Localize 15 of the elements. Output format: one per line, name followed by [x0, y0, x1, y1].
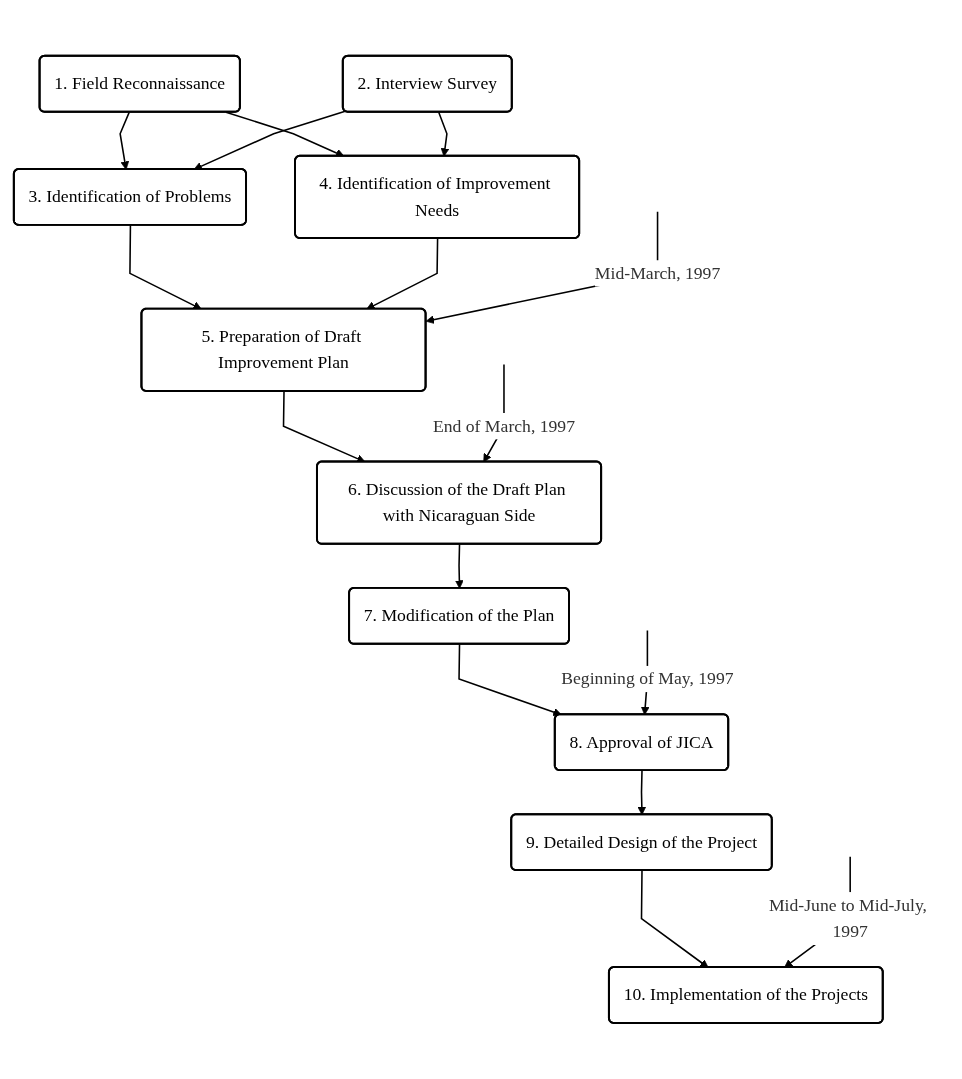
arrow [637, 769, 647, 816]
arrow [193, 110, 346, 171]
arrow [458, 643, 562, 717]
arrow [366, 237, 439, 310]
edge-label: Beginning of May, 1997 [561, 668, 734, 689]
edge-label: Mid-March, 1997 [594, 263, 721, 283]
edge-label: End of March, 1997 [432, 416, 575, 436]
arrow [437, 111, 450, 157]
arrow [129, 224, 202, 310]
arrow [640, 869, 709, 969]
edge-label: Mid-June to Mid-July, 1997 [768, 895, 928, 942]
arrow [119, 111, 131, 170]
flowchart: Mid-March, 1997 End of March, 1997 Beginning of May, 1997 Mid-June to Mid-July, 1997 1. Field Reconnaissance 2. Interview Survey 3. Identification of Problems 4. Identification of Improvement Needs 5. Preparation of Draft Improvement Plan 6. Discussion of the Draft Plan with Nicaraguan Side 7. Modification of the Plan 8. Approval of JICA 9. Detailed Design of the Project 10. Implementation of the Projects [6, 48, 956, 1031]
arrow [455, 543, 464, 589]
arrow [282, 390, 366, 463]
